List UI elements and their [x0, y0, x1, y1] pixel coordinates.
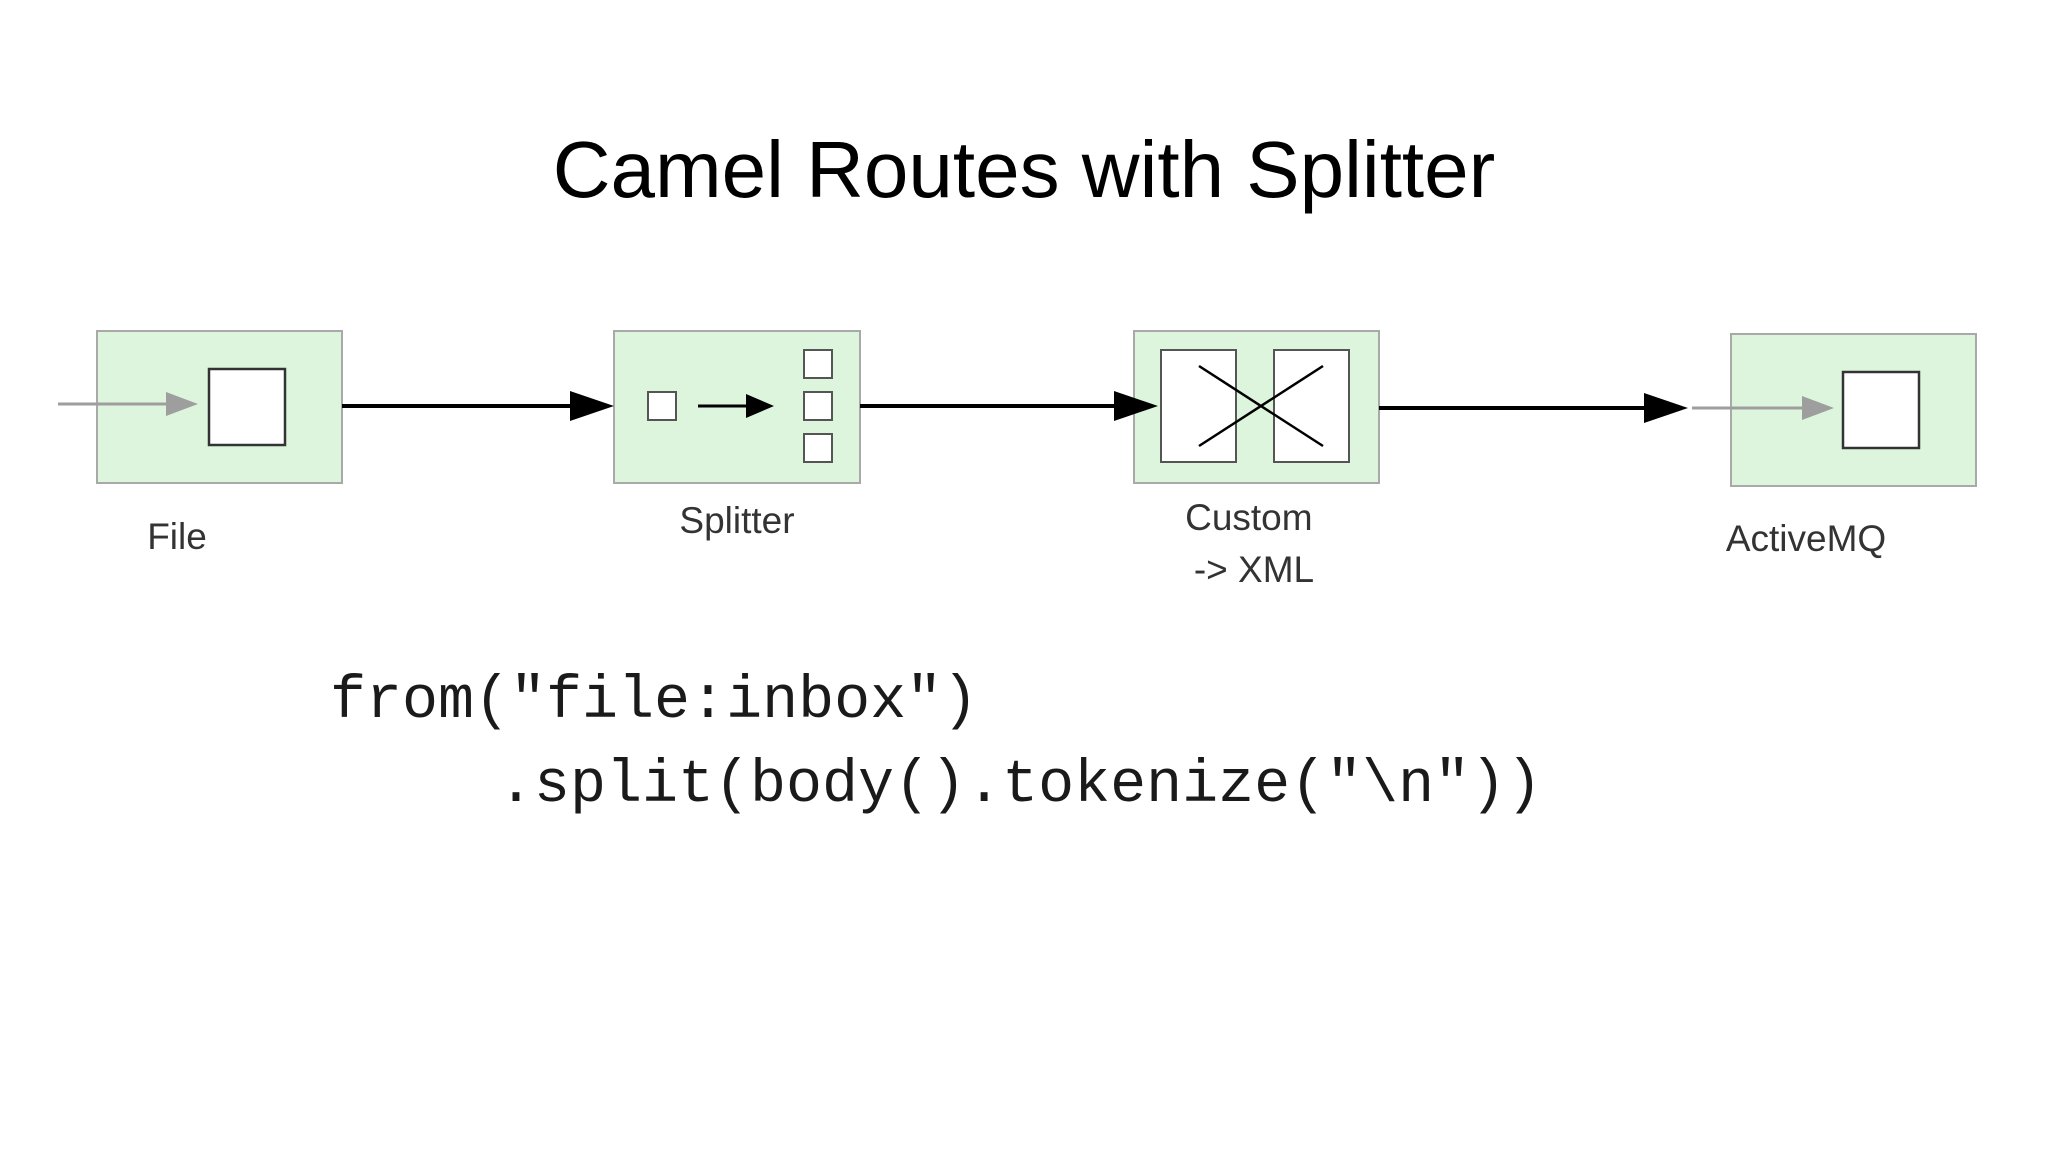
input-arrow-icon [58, 392, 198, 416]
node-custom-label-line-1: Custom [1185, 497, 1312, 538]
endpoint-square-icon [1841, 370, 1921, 450]
input-arrow-icon [1692, 396, 1834, 420]
node-custom-label-line-2: -> XML [1194, 549, 1314, 590]
connector-custom-activemq [1379, 393, 1688, 423]
node-custom-label: Custom -> XML [1185, 497, 1323, 590]
connector-splitter-custom [860, 391, 1158, 421]
endpoint-square-icon [207, 367, 287, 447]
node-activemq-label: ActiveMQ [1726, 518, 1886, 559]
code-line-split: .split(body().tokenize("\n")) [498, 752, 1543, 820]
code-snippet: from("file:inbox") .split(body().tokenize… [330, 660, 1542, 828]
node-splitter-label-line-1: Splitter [679, 500, 794, 541]
node-file-label-line-1: File [147, 516, 207, 557]
splitter-icon [647, 349, 833, 463]
node-splitter: Splitter [613, 330, 861, 541]
node-splitter-label: Splitter [679, 500, 794, 541]
connector-file-splitter [342, 391, 614, 421]
code-line-from: from("file:inbox") [330, 668, 979, 736]
node-custom: Custom -> XML [1133, 330, 1380, 590]
node-activemq-label-line-1: ActiveMQ [1726, 518, 1886, 559]
node-file: File [58, 330, 343, 557]
message-translator-icon [1160, 349, 1350, 463]
node-activemq: ActiveMQ [1692, 333, 1977, 559]
slide-title: Camel Routes with Splitter [552, 125, 1496, 214]
node-file-label: File [147, 516, 207, 557]
